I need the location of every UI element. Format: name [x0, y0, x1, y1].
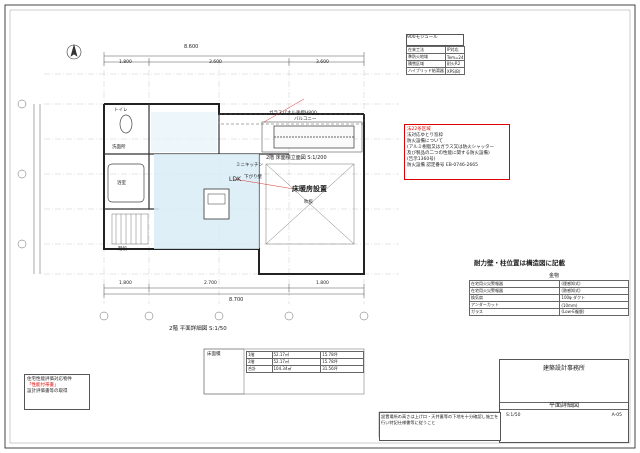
dim-bottom-right: 1.800 [316, 281, 329, 286]
dim-top-left: 1.800 [119, 60, 132, 65]
sheet-no: A-05 [611, 413, 622, 418]
room-ldk: LDK [229, 176, 241, 183]
module-label: 900モジュール [406, 34, 464, 46]
room-toilet: トイレ [114, 108, 128, 113]
structure-heading: 耐力壁・柱位置は構造図に記載 [474, 259, 565, 267]
note-drop-wall: 下がり壁 [244, 175, 262, 180]
table-row: 積雪区域耐火R2 [406, 60, 466, 68]
room-stairs: 階段 [118, 247, 127, 252]
area-title: 床面積 [207, 352, 221, 357]
hardware-title: 金物 [549, 273, 560, 279]
drawing-sheet: 8.600 1.800 3.600 3.600 8.700 1.800 2.70… [4, 4, 636, 449]
drawing-name: 平面詳細図 [500, 402, 628, 409]
dim-top-right: 3.600 [316, 60, 329, 65]
performance-box: 住宅性能評価対応物件 「性能付帯書」 設計評価書等の取得 [24, 374, 90, 410]
table-row: アンダーカット(10mm) [468, 301, 629, 309]
plan-title: 2階 平面詳細図 S:1/50 [169, 326, 227, 332]
room-washroom: 洗面所 [112, 145, 126, 150]
installation-notice: 設置場所の高さは上げ口・天井裏等の下地を十分確認し施工を行い特記仕様書等に従うこ… [379, 412, 501, 441]
dim-bottom-mid: 2.700 [204, 281, 217, 286]
fire-note-title: 法22条区域 [407, 127, 431, 132]
table-row: 在宅用火災警報器(熱感知式) [468, 287, 629, 295]
roof-plan-title: 2階 床面積立面図 S:1/200 [266, 155, 327, 161]
room-balcony: バルコニー [294, 117, 317, 122]
dim-bottom-total: 8.700 [229, 297, 244, 303]
dim-bottom-left: 1.800 [119, 281, 132, 286]
company-name: 建築設計事務所 [542, 365, 585, 372]
table-row: ガラス(Low-E複層) [468, 308, 629, 316]
fire-notes-box: 法22条区域 法対応ゆとり窓枠 防火設備について (アルミ樹脂又はガラス又は防火… [404, 124, 510, 180]
floor-plan-drawing [4, 4, 636, 449]
room-floor-heating: 床暖房設置 [292, 185, 327, 193]
dim-top-mid: 3.600 [209, 60, 222, 65]
note-mini-kitchen: ミニキッチン [236, 163, 263, 168]
room-bath: 浴室 [117, 181, 126, 186]
table-row: 在宅用火災警報器(煙感知式) [468, 280, 629, 288]
dim-top-total: 8.600 [184, 44, 199, 50]
title-block: 建築設計事務所 平面詳細図 S:1/50 A-05 [499, 359, 629, 443]
perf-title: 住宅性能評価対応物件 [27, 377, 72, 382]
note-void: 吹抜 [304, 200, 313, 205]
note-glass-rail: ガラスパネル手摺H800 [269, 111, 317, 116]
scale: S:1/50 [506, 413, 521, 418]
